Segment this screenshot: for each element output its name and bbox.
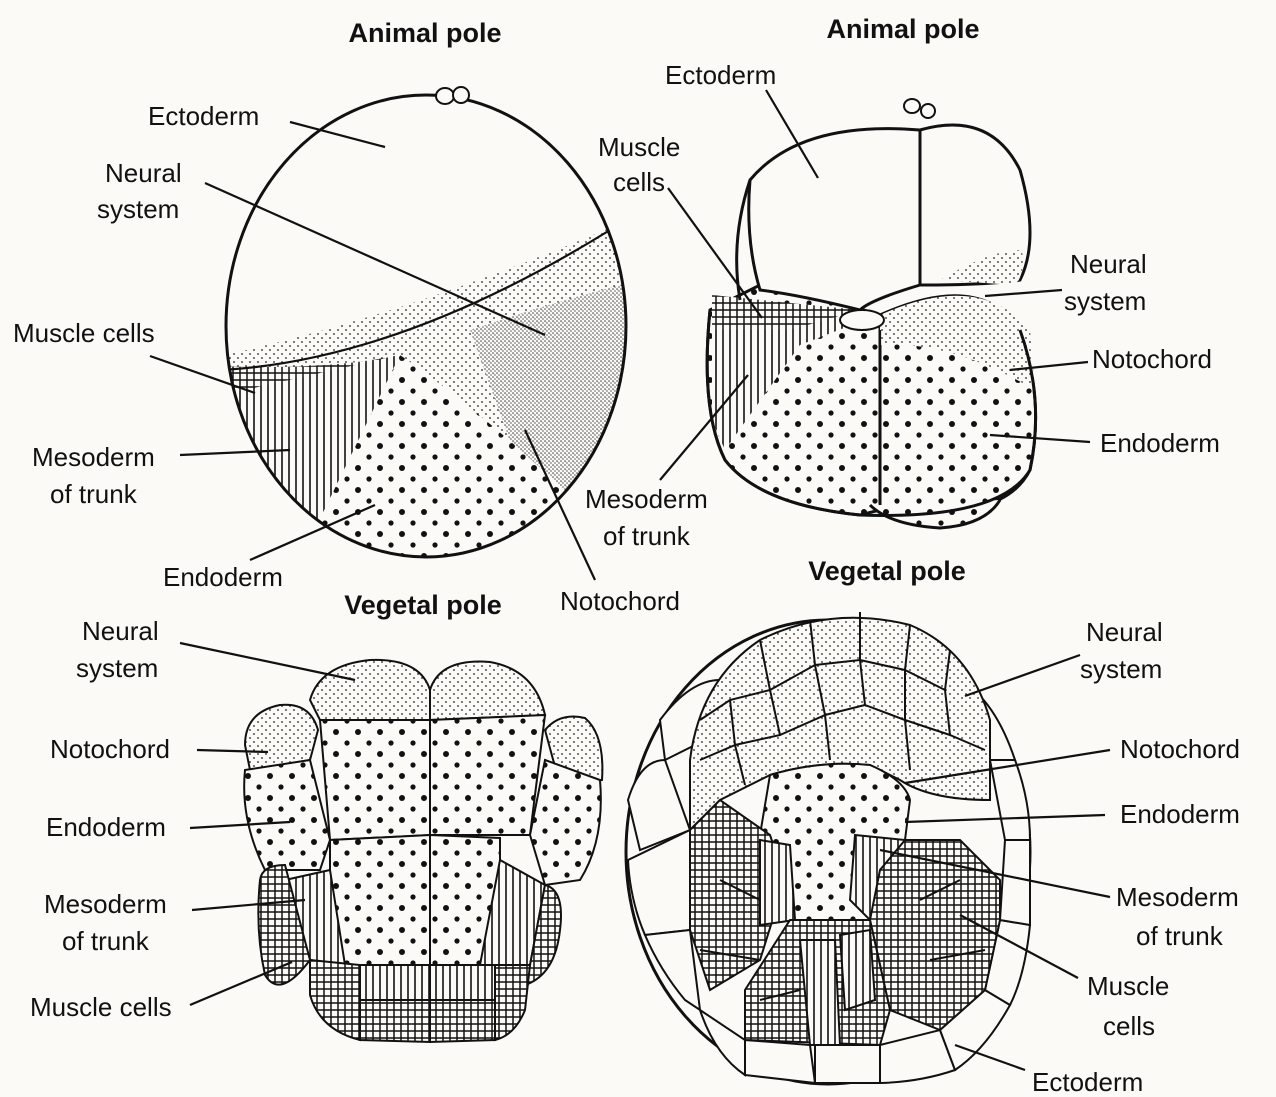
br-label-mesoderm-2: of trunk	[1136, 921, 1224, 951]
tr-label-muscle-1: Muscle	[598, 132, 680, 162]
bl-endoderm-cell-3	[244, 760, 330, 870]
br-mesoderm-left	[760, 840, 795, 925]
tr-label-neural-1: Neural	[1070, 249, 1147, 279]
bl-endoderm-cell-2	[430, 715, 545, 835]
tl-label-mesoderm-1: Mesoderm	[32, 442, 155, 472]
bl-endoderm-cell-1	[320, 720, 430, 840]
tr-label-muscle-2: cells	[613, 167, 665, 197]
br-label-ectoderm: Ectoderm	[1032, 1067, 1143, 1097]
tr-label-mesoderm-1: Mesoderm	[585, 484, 708, 514]
tr-label-endoderm: Endoderm	[1100, 428, 1220, 458]
bl-label-mesoderm-1: Mesoderm	[44, 889, 167, 919]
br-label-muscle-1: Muscle	[1087, 971, 1169, 1001]
polar-bodies-icon	[436, 87, 469, 104]
tl-label-mesoderm-2: of trunk	[50, 479, 138, 509]
tr-animal-left-cell	[749, 129, 920, 310]
tl-label-neural-1: Neural	[105, 158, 182, 188]
bl-endoderm-cell-5	[330, 835, 430, 965]
bl-endoderm-cell-4	[530, 760, 601, 885]
bl-label-muscle: Muscle cells	[30, 992, 172, 1022]
tl-label-endoderm: Endoderm	[163, 562, 283, 592]
tl-label-muscle: Muscle cells	[13, 318, 155, 348]
bl-label-endoderm: Endoderm	[46, 812, 166, 842]
bl-neural-cell-right	[430, 662, 545, 720]
tr-notochord-cell	[840, 310, 884, 330]
bl-neural-cell-left	[310, 660, 430, 720]
top-left-embryo: Animal pole Ectoderm Neural system Muscl…	[13, 18, 680, 620]
bl-label-notochord: Notochord	[50, 734, 170, 764]
tr-label-mesoderm-2: of trunk	[603, 521, 691, 551]
top-right-title: Animal pole	[826, 14, 979, 44]
br-label-neural-2: system	[1080, 654, 1162, 684]
br-label-muscle-2: cells	[1103, 1011, 1155, 1041]
top-left-title: Animal pole	[348, 18, 501, 48]
br-label-notochord: Notochord	[1120, 734, 1240, 764]
tr-label-ectoderm: Ectoderm	[665, 60, 776, 90]
bottom-left-embryo: Neural system Notochord Endoderm Mesoder…	[30, 616, 602, 1042]
tl-vegetal-title: Vegetal pole	[344, 590, 502, 620]
tr-label-neural-2: system	[1064, 286, 1146, 316]
top-right-embryo: Animal pole Ectoderm Muscle cells Neural	[585, 14, 1220, 586]
tl-label-ectoderm: Ectoderm	[148, 101, 259, 131]
br-label-neural-1: Neural	[1086, 617, 1163, 647]
bottom-right-embryo: Neural system Notochord Endoderm Mesoder…	[626, 612, 1240, 1097]
bl-label-neural-1: Neural	[82, 616, 159, 646]
br-label-endoderm: Endoderm	[1120, 799, 1240, 829]
bl-label-mesoderm-2: of trunk	[62, 926, 150, 956]
tl-label-neural-2: system	[97, 194, 179, 224]
tr-vegetal-title: Vegetal pole	[808, 556, 966, 586]
tr-polar-bodies-icon	[904, 99, 935, 118]
br-label-mesoderm-1: Mesoderm	[1116, 882, 1239, 912]
tr-label-notochord: Notochord	[1092, 344, 1212, 374]
tl-label-notochord: Notochord	[560, 586, 680, 616]
bl-label-neural-2: system	[76, 653, 158, 683]
